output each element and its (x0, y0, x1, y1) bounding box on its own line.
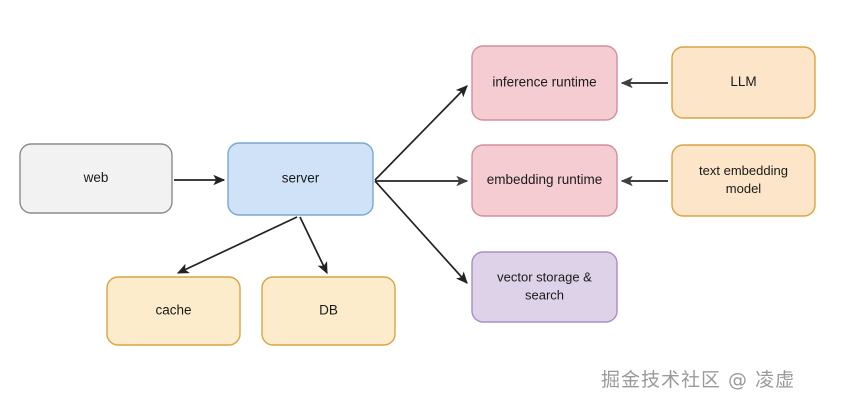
node-db[interactable]: DB (261, 276, 396, 346)
node-label-llm: LLM (730, 74, 756, 89)
node-llm[interactable]: LLM (671, 46, 816, 119)
node-label-web: web (83, 170, 109, 185)
node-label-embedding-runtime: embedding runtime (487, 172, 603, 187)
node-label-vector-storage-search: search (525, 287, 564, 302)
node-label-db: DB (319, 303, 338, 318)
node-server[interactable]: server (227, 142, 374, 216)
node-label-vector-storage-search: vector storage & (497, 269, 592, 284)
node-vector-storage-search[interactable]: vector storage & search (471, 251, 618, 323)
edge-server-to-vector-storage (374, 180, 468, 284)
node-label-text-embedding-model: model (726, 181, 762, 196)
node-box-web[interactable] (19, 143, 173, 214)
node-box-inference-runtime[interactable] (471, 45, 618, 121)
watermark-label: 掘金技术社区 @ 凌虚 (601, 369, 795, 391)
node-cache[interactable]: cache (106, 276, 241, 346)
node-web[interactable]: web (19, 143, 173, 214)
node-box-text-embedding-model[interactable] (671, 144, 816, 217)
node-label-inference-runtime: inference runtime (492, 75, 596, 90)
edges-layer (174, 77, 668, 284)
node-box-cache[interactable] (106, 276, 241, 346)
node-label-cache: cache (155, 303, 191, 318)
node-box-vector-storage-search[interactable] (471, 251, 618, 323)
node-embedding-runtime[interactable]: embedding runtime (471, 144, 618, 217)
node-box-db[interactable] (261, 276, 396, 346)
node-text-embedding-model[interactable]: text embedding model (671, 144, 816, 217)
node-label-server: server (282, 171, 320, 186)
edge-server-to-cache (176, 216, 298, 274)
node-box-embedding-runtime[interactable] (471, 144, 618, 217)
node-box-server[interactable] (227, 142, 374, 216)
node-box-llm[interactable] (671, 46, 816, 119)
node-label-text-embedding-model: text embedding (699, 163, 788, 178)
node-inference-runtime[interactable]: inference runtime (471, 45, 618, 121)
nodes-layer: web server inference runtime LLM embedding r… (19, 45, 816, 346)
edge-server-to-inference-runtime (374, 85, 468, 181)
edge-server-to-db (299, 216, 328, 275)
